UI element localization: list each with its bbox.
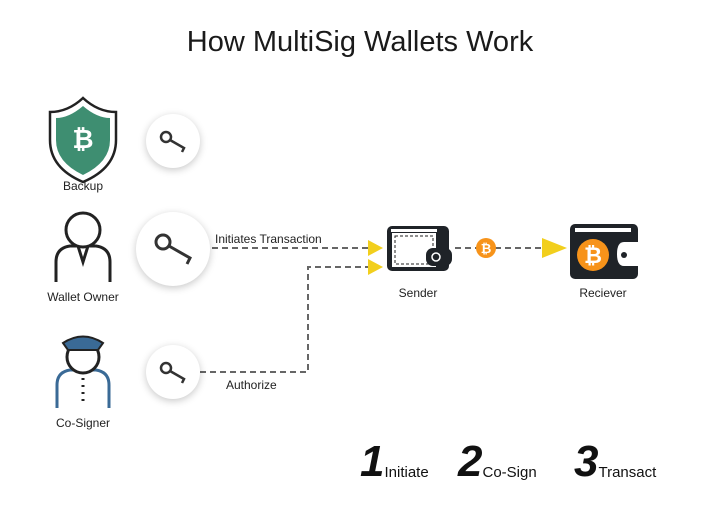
- sender-label: Sender: [398, 286, 438, 300]
- step-2: 2 Co-Sign: [458, 440, 537, 484]
- backup-label: Backup: [62, 179, 104, 193]
- page-title: How MultiSig Wallets Work: [186, 26, 534, 58]
- backup-key-button[interactable]: [146, 114, 200, 168]
- step-label: Co-Sign: [482, 464, 537, 481]
- key-icon: [154, 233, 192, 265]
- step-number: 2: [458, 437, 483, 486]
- step-3: 3 Transact: [574, 440, 656, 484]
- key-icon: [159, 361, 186, 384]
- authorize-label: Authorize: [226, 378, 277, 392]
- step-number: 3: [574, 437, 599, 486]
- wallet-owner-icon: [54, 211, 112, 282]
- sender-wallet-icon: [387, 226, 452, 271]
- co-signer-label: Co-Signer: [55, 416, 111, 430]
- step-1: 1 Initiate: [360, 440, 429, 484]
- svg-text:₿: ₿: [72, 124, 93, 154]
- receiver-label: Reciever: [579, 286, 627, 300]
- wallet-owner-label: Wallet Owner: [47, 290, 119, 304]
- receiver-wallet-icon: ₿: [570, 224, 638, 279]
- arrow-head-initiate: [368, 240, 383, 256]
- bitcoin-shield-icon: ₿: [48, 96, 118, 184]
- owner-key-button[interactable]: [136, 212, 210, 286]
- co-signer-icon: [55, 335, 111, 408]
- key-icon: [159, 130, 186, 153]
- arrow-head-transfer: [542, 238, 567, 258]
- authorize-connector: [200, 266, 370, 373]
- initiates-transaction-label: Initiates Transaction: [215, 232, 322, 246]
- svg-text:₿: ₿: [481, 241, 492, 256]
- step-number: 1: [360, 437, 385, 486]
- step-label: Transact: [598, 464, 657, 481]
- step-label: Initiate: [384, 464, 429, 481]
- cosigner-key-button[interactable]: [146, 345, 200, 399]
- bitcoin-coin-icon: ₿: [476, 238, 496, 258]
- arrow-head-authorize: [368, 259, 383, 275]
- svg-text:₿: ₿: [584, 243, 602, 268]
